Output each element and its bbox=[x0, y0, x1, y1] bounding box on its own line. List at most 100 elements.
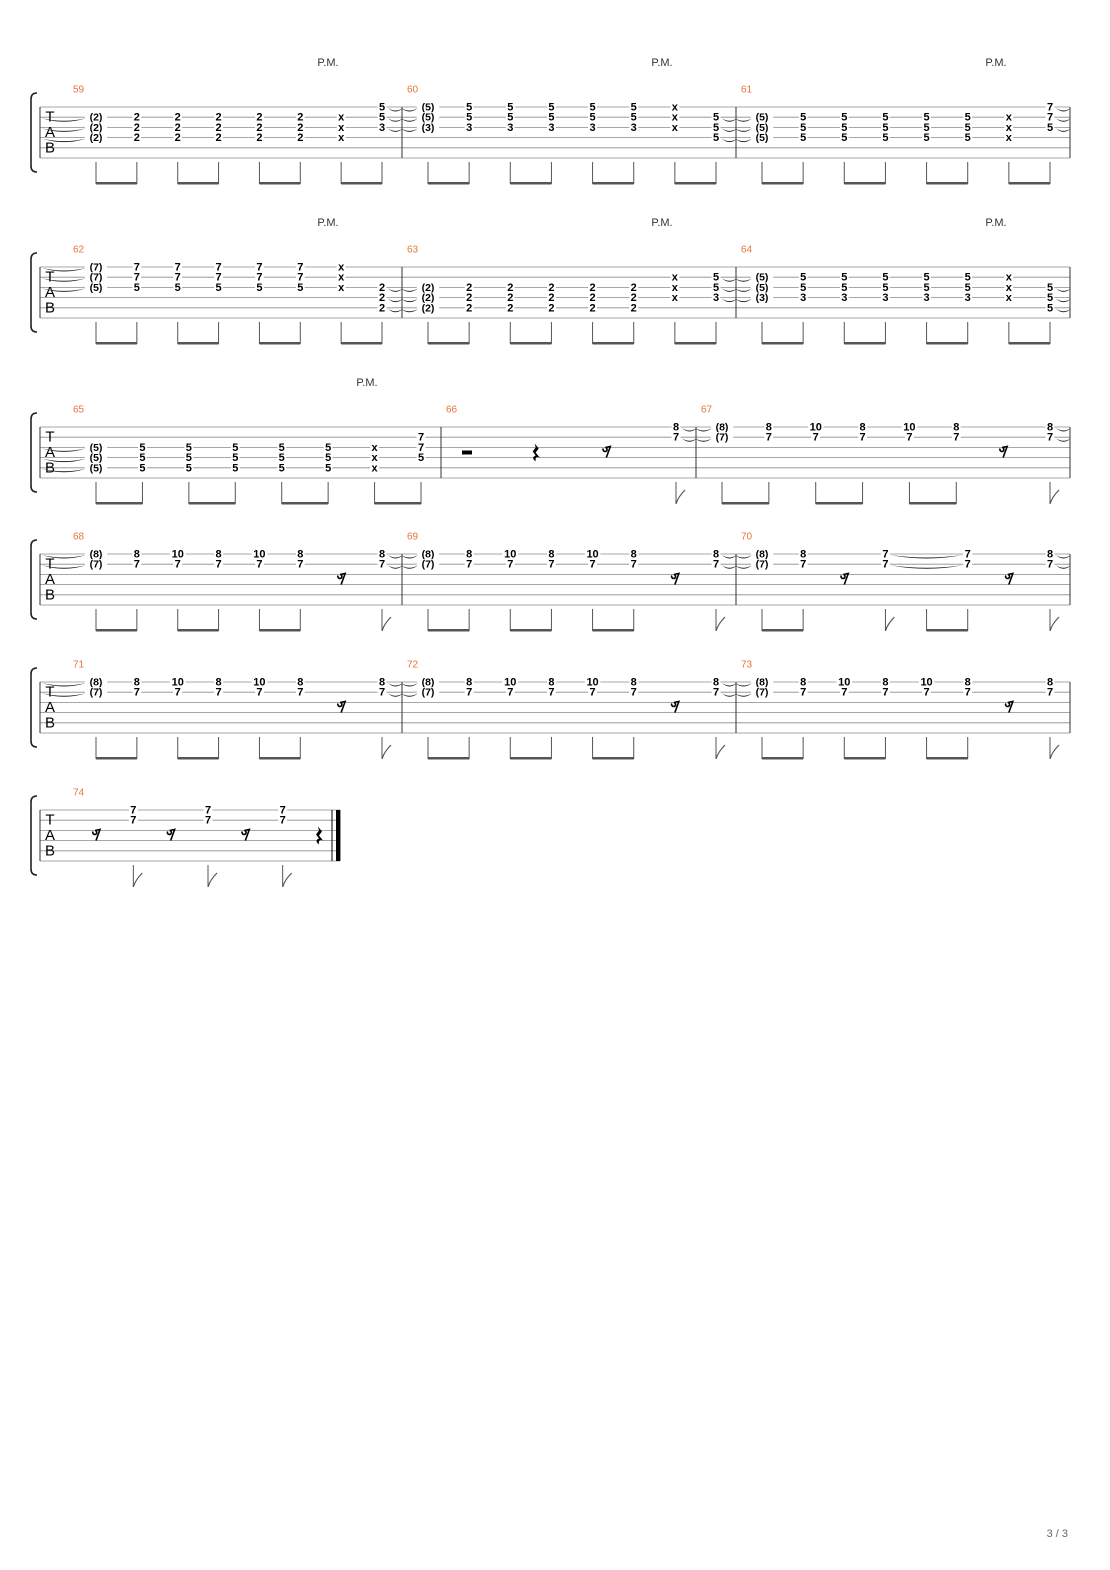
tie-in bbox=[42, 693, 86, 697]
fret-bg bbox=[807, 422, 824, 432]
fret-number: (2) bbox=[422, 292, 435, 304]
measure-number: 72 bbox=[407, 660, 419, 671]
tie-out bbox=[1056, 438, 1071, 442]
fret-number: 8 bbox=[466, 677, 472, 689]
fret-number: (8) bbox=[422, 549, 435, 561]
tab-beat: 553 bbox=[922, 272, 931, 344]
fret-number: 5 bbox=[186, 462, 192, 474]
tab-beat: 222 bbox=[547, 282, 556, 344]
fret-number: (8) bbox=[90, 549, 103, 561]
tie-in bbox=[735, 683, 752, 687]
fret-bg bbox=[670, 112, 680, 123]
tie-out bbox=[722, 278, 737, 282]
fret-number: (7) bbox=[756, 687, 769, 699]
tab-beat: 775 bbox=[173, 262, 183, 344]
tab-beat: 553 bbox=[711, 272, 721, 344]
tab-system: TAB71(8)(7)8710787107878772(8)(7)8710787… bbox=[30, 660, 1071, 760]
tab-beat: 87 bbox=[798, 677, 808, 759]
fret-bg bbox=[277, 462, 287, 473]
fret-bg bbox=[464, 559, 474, 570]
fret-number: 5 bbox=[232, 452, 238, 464]
tab-beat: 553 bbox=[839, 272, 849, 344]
fret-number: 7 bbox=[134, 687, 140, 699]
tie-out bbox=[722, 138, 737, 143]
fret-number: 5 bbox=[325, 442, 331, 454]
note-flag bbox=[884, 616, 895, 632]
fret-number: 7 bbox=[1047, 112, 1053, 124]
fret-number: 5 bbox=[139, 462, 145, 474]
fret-bg bbox=[1045, 422, 1055, 432]
note-flag bbox=[381, 744, 392, 760]
fret-number: 2 bbox=[590, 282, 596, 294]
fret-bg bbox=[505, 112, 515, 123]
fret-bg bbox=[547, 292, 556, 303]
fret-number: 7 bbox=[548, 559, 554, 571]
fret-number: 5 bbox=[590, 112, 596, 124]
fret-number: 3 bbox=[590, 122, 596, 134]
fret-bg bbox=[377, 302, 387, 313]
tab-beat: 107 bbox=[807, 422, 824, 504]
fret-bg bbox=[1045, 559, 1055, 570]
tab-beat: 222 bbox=[295, 112, 305, 184]
fret-bg bbox=[323, 442, 333, 453]
tie-in bbox=[42, 555, 86, 559]
fret-number: 8 bbox=[713, 677, 719, 689]
fret-bg bbox=[295, 282, 305, 293]
measure-number: 62 bbox=[73, 245, 85, 256]
tab-clef-letter: B bbox=[45, 460, 55, 477]
fret-number: (7) bbox=[422, 559, 435, 571]
note-flag bbox=[381, 616, 392, 632]
tab-beat: 87 bbox=[1045, 677, 1060, 760]
tab-beat: 87 bbox=[132, 677, 142, 759]
fret-number: 7 bbox=[297, 272, 303, 284]
fret-bg bbox=[670, 292, 680, 303]
fret-number: (5) bbox=[90, 462, 103, 474]
tab-system: TAB59P.M.(2)(2)(2)222222222222222xxx5536… bbox=[30, 57, 1071, 185]
tie-in bbox=[401, 683, 418, 687]
measure-number: 73 bbox=[741, 660, 753, 671]
fret-number: 2 bbox=[631, 292, 637, 304]
fret-bg bbox=[764, 432, 774, 443]
fret-bg bbox=[295, 112, 305, 123]
fret-bg bbox=[951, 432, 961, 443]
eighth-rest bbox=[840, 572, 850, 585]
fret-bg bbox=[370, 452, 379, 463]
fret-number: 2 bbox=[631, 302, 637, 314]
fret-bg bbox=[278, 805, 288, 815]
fret-bg bbox=[918, 677, 935, 687]
tie-in bbox=[735, 288, 752, 292]
tie-out bbox=[1056, 128, 1071, 132]
fret-bg bbox=[922, 112, 931, 123]
fret-number: 10 bbox=[504, 677, 516, 689]
tie-in bbox=[735, 128, 752, 132]
tab-beat: 775 bbox=[255, 262, 264, 344]
fret-bg bbox=[798, 122, 808, 133]
fret-number: 7 bbox=[175, 272, 181, 284]
tab-beat: 555 bbox=[323, 442, 333, 504]
tab-clef-letter: T bbox=[45, 109, 54, 126]
tab-clef-letter: B bbox=[45, 587, 55, 604]
fret-bg bbox=[377, 559, 387, 570]
fret-number: 2 bbox=[590, 302, 596, 314]
fret-number: 7 bbox=[800, 687, 806, 699]
fret-number: 7 bbox=[297, 559, 303, 571]
fret-bg bbox=[173, 122, 183, 133]
palm-mute-label: P.M. bbox=[317, 217, 338, 229]
fret-bg bbox=[295, 549, 305, 559]
fret-bg bbox=[173, 559, 183, 570]
tab-beat: 87 bbox=[547, 677, 556, 759]
tab-beat: (8)(7) bbox=[84, 677, 108, 759]
fret-number: 2 bbox=[590, 292, 596, 304]
fret-bg bbox=[370, 442, 379, 453]
fret-bg bbox=[416, 687, 440, 698]
fret-bg bbox=[629, 292, 639, 303]
fret-number: 7 bbox=[134, 272, 140, 284]
system-bracket bbox=[30, 667, 38, 748]
measure-number: 66 bbox=[446, 405, 458, 416]
fret-bg bbox=[711, 549, 721, 559]
dead-note: x bbox=[672, 102, 679, 114]
beam bbox=[844, 182, 886, 185]
tab-beat: 555 bbox=[798, 112, 808, 184]
tab-beat: 87 bbox=[963, 677, 973, 759]
fret-number: 5 bbox=[590, 102, 596, 114]
